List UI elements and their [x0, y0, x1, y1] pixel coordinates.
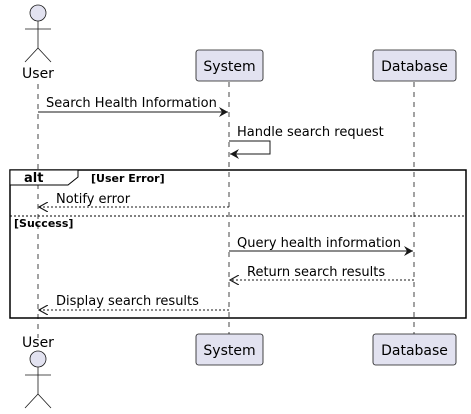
message-label: Display search results: [56, 294, 199, 309]
message-return-search-results: Return search results: [230, 265, 414, 280]
participant-system-label: System: [203, 59, 255, 75]
message-display-search-results: Display search results: [39, 294, 229, 310]
actor-user-top: User: [22, 4, 54, 82]
message-search-health-information: Search Health Information: [38, 96, 228, 117]
actor-head: [29, 4, 47, 22]
participant-database-label: Database: [381, 343, 448, 359]
participant-database-top: Database: [372, 49, 457, 82]
actor-user-label: User: [22, 66, 54, 82]
participant-box: [195, 333, 264, 366]
message-label: Return search results: [247, 265, 385, 280]
actor-head: [29, 350, 47, 368]
guard-success: [Success]: [14, 217, 73, 230]
participant-box: [372, 49, 457, 82]
actor-user-bottom: User: [22, 335, 54, 409]
participant-system-label: System: [203, 343, 255, 359]
participant-box: [195, 49, 264, 82]
message-label: Handle search request: [237, 125, 384, 140]
participant-system-top: System: [195, 49, 264, 82]
actor-user-label: User: [22, 335, 54, 351]
fragment-keyword: alt: [24, 171, 43, 186]
fragment-frame: [9, 169, 467, 319]
message-label: Query health information: [237, 236, 401, 251]
participant-system-bottom: System: [195, 333, 264, 366]
message-label: Notify error: [56, 192, 131, 207]
participant-database-bottom: Database: [372, 333, 457, 366]
message-label: Search Health Information: [46, 96, 217, 111]
message-handle-search-request: Handle search request: [229, 125, 384, 159]
alt-fragment: alt [User Error] [Success]: [9, 169, 467, 319]
guard-user-error: [User Error]: [91, 172, 165, 185]
message-notify-error: Notify error: [39, 192, 229, 207]
fragment-keyword-tab: [9, 169, 79, 186]
participant-box: [372, 333, 457, 366]
message-query-health-information: Query health information: [229, 236, 413, 256]
participant-database-label: Database: [381, 59, 448, 75]
